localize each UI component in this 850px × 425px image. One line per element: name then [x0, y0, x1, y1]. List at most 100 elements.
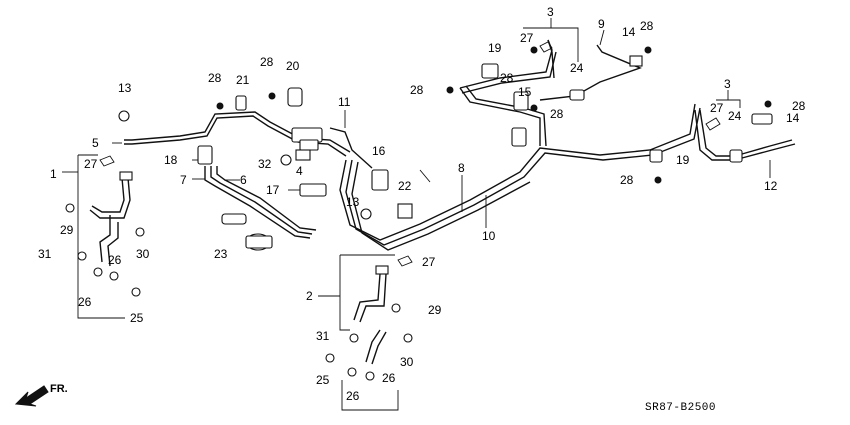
bolt-twentynine-b — [391, 303, 401, 313]
front-direction-label: FR. — [50, 383, 68, 395]
grommet-twentythree — [221, 213, 247, 225]
callout-29-a: 29 — [60, 223, 74, 237]
clip-fourteen — [629, 55, 643, 67]
callout-14-a: 14 — [622, 25, 636, 39]
front-direction-arrow: FR. — [14, 383, 68, 407]
callout-5: 5 — [92, 136, 99, 150]
washer-twentysix-d — [365, 371, 375, 381]
callout-32: 32 — [258, 157, 272, 171]
bolt-thirty — [135, 227, 145, 237]
callout-27-c: 27 — [520, 31, 534, 45]
callout-20: 20 — [286, 59, 300, 73]
pipe-rear-upper — [459, 87, 541, 146]
callout-28-a: 28 — [208, 71, 222, 85]
nut-thirtytwo — [280, 154, 292, 166]
callout-28-h: 28 — [500, 71, 514, 85]
hose-front-left — [91, 177, 125, 213]
front-arrow-icon — [14, 385, 49, 407]
bracket-twenty — [287, 87, 303, 107]
pipe-eleven — [329, 127, 373, 169]
bolt-thirtyone-b — [349, 333, 359, 343]
callout-27-b: 27 — [422, 255, 436, 269]
callout-1: 1 — [50, 167, 57, 181]
union-twentyfour-right — [729, 149, 743, 163]
bracket-eighteen — [197, 145, 213, 165]
callout-13-a: 13 — [118, 81, 132, 95]
callout-15: 15 — [518, 85, 532, 99]
callout-11: 11 — [338, 95, 351, 109]
clip-twentyseven-c — [539, 41, 553, 53]
callout-28-e: 28 — [640, 19, 654, 33]
callout-21: 21 — [236, 73, 250, 87]
callout-30-b: 30 — [400, 355, 414, 369]
bolt-twentyfive-b — [325, 353, 335, 363]
callout-28-c: 28 — [410, 83, 424, 97]
washer-twentysix-b — [109, 271, 119, 281]
washer-twentysix-c — [347, 367, 357, 377]
callout-numbers: 1 2 3 3 4 5 6 7 8 9 10 11 12 13 13 14 14… — [38, 5, 806, 403]
callout-24-a: 24 — [570, 61, 584, 75]
clip-twentyseven-d — [705, 117, 721, 131]
callout-3-b: 3 — [724, 77, 731, 91]
callout-23: 23 — [214, 247, 228, 261]
callout-25-b: 25 — [316, 373, 330, 387]
bolt-thirty-b — [403, 333, 413, 343]
callout-26-a: 26 — [108, 253, 122, 267]
callout-26-b: 26 — [78, 295, 92, 309]
clip-twentyseven-a — [99, 155, 115, 167]
callout-7: 7 — [180, 173, 187, 187]
washer-twentysix-a — [93, 267, 103, 277]
clip-twentyseven-b — [397, 255, 413, 267]
clip-center — [511, 127, 527, 147]
callout-18: 18 — [164, 153, 178, 167]
callout-16: 16 — [372, 144, 386, 158]
clip-nineteen — [481, 63, 499, 79]
callout-31-a: 31 — [38, 247, 52, 261]
diagram-code: SR87-B2500 — [645, 402, 716, 414]
callout-28-g: 28 — [792, 99, 806, 113]
hose-rear-right — [694, 109, 730, 161]
callout-13-b: 13 — [346, 195, 360, 209]
callout-29-b: 29 — [428, 303, 442, 317]
union-twentyfour — [569, 89, 585, 101]
callout-19-a: 19 — [488, 41, 502, 55]
callout-6: 6 — [240, 173, 247, 187]
pipe-seven — [204, 166, 311, 239]
clip-nineteen-right — [649, 149, 663, 163]
bolt-twentynine — [65, 203, 75, 213]
callout-27-d: 27 — [710, 101, 724, 115]
callout-24-b: 24 — [728, 109, 742, 123]
components — [65, 41, 773, 381]
clip-seventeen — [299, 183, 327, 197]
callout-27-a: 27 — [84, 157, 98, 171]
callout-2: 2 — [306, 289, 313, 303]
clip-fifteen — [513, 91, 529, 111]
callout-3-a: 3 — [547, 5, 554, 19]
callout-9: 9 — [598, 17, 605, 31]
callout-31-b: 31 — [316, 329, 330, 343]
grommet-thirteen-mid — [360, 208, 372, 220]
callout-26-c: 26 — [382, 371, 396, 385]
callout-10: 10 — [482, 229, 496, 243]
callout-17: 17 — [266, 183, 280, 197]
clip-twentytwo — [397, 203, 413, 219]
leader-lines — [62, 18, 771, 411]
pipe-twelve — [741, 139, 793, 155]
callout-28-d: 28 — [550, 107, 564, 121]
bolt-thirtyone — [77, 251, 87, 261]
callout-4: 4 — [296, 164, 303, 178]
callout-14-b: 14 — [786, 111, 800, 125]
bolt-twentyfive — [131, 287, 141, 297]
callout-22: 22 — [398, 179, 412, 193]
callout-25-a: 25 — [130, 311, 144, 325]
callout-26-d: 26 — [346, 389, 360, 403]
clamp-four — [295, 149, 311, 161]
callout-28-f: 28 — [620, 173, 634, 187]
grommet-thirteen-top — [118, 110, 130, 122]
hose-front-right — [353, 273, 381, 321]
callout-8: 8 — [458, 161, 465, 175]
clip-sixteen — [371, 169, 389, 191]
pipe-nine — [539, 44, 642, 101]
callout-30-a: 30 — [136, 247, 150, 261]
